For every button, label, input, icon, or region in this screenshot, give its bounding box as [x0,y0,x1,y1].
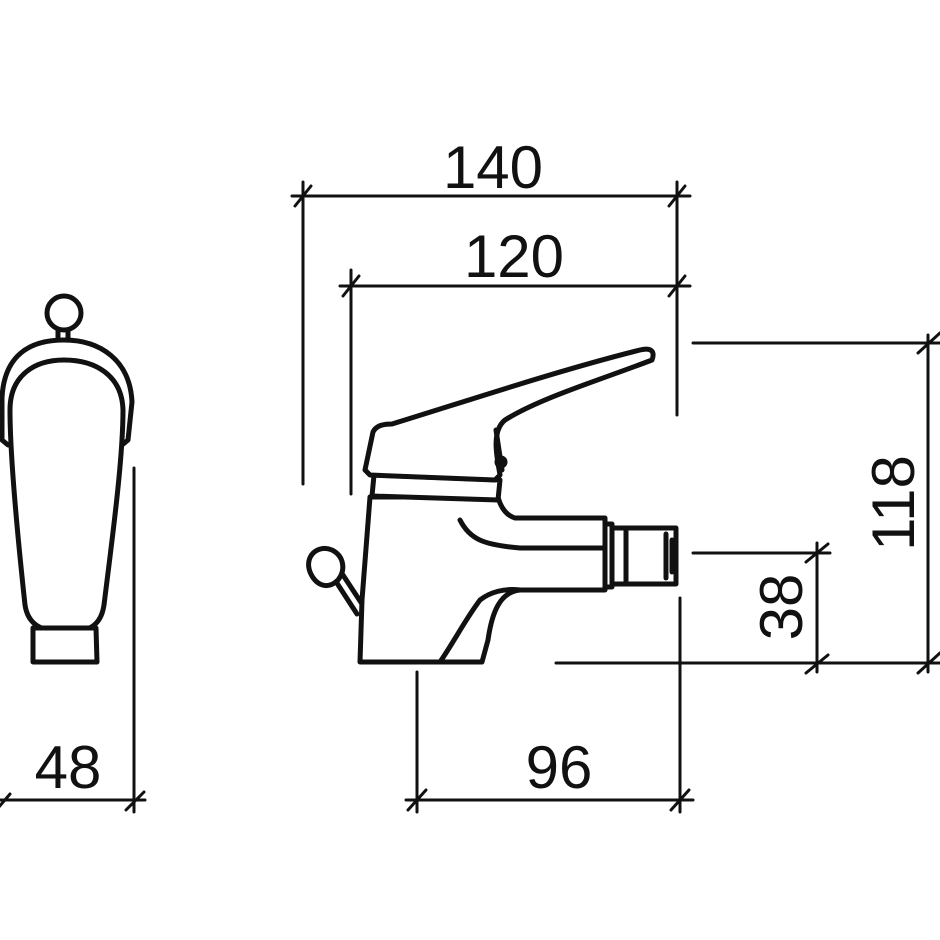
label-48: 48 [35,734,102,801]
front-knob-ball [44,293,84,333]
dimension-96 [404,596,695,814]
label-96: 96 [526,734,593,801]
faucet-front-view [0,293,135,665]
side-knob-ball [306,546,346,589]
label-120: 120 [464,223,564,290]
side-lever [362,346,656,483]
label-140: 140 [443,134,543,201]
side-body [357,494,608,665]
dimension-118 [554,331,940,675]
label-118: 118 [860,455,927,551]
dimension-48 [0,466,147,814]
label-38: 38 [748,574,815,641]
dimension-38 [691,541,832,675]
faucet-side-view [306,346,679,665]
dimension-120 [338,268,692,496]
front-body [7,357,126,635]
front-base [30,625,100,665]
